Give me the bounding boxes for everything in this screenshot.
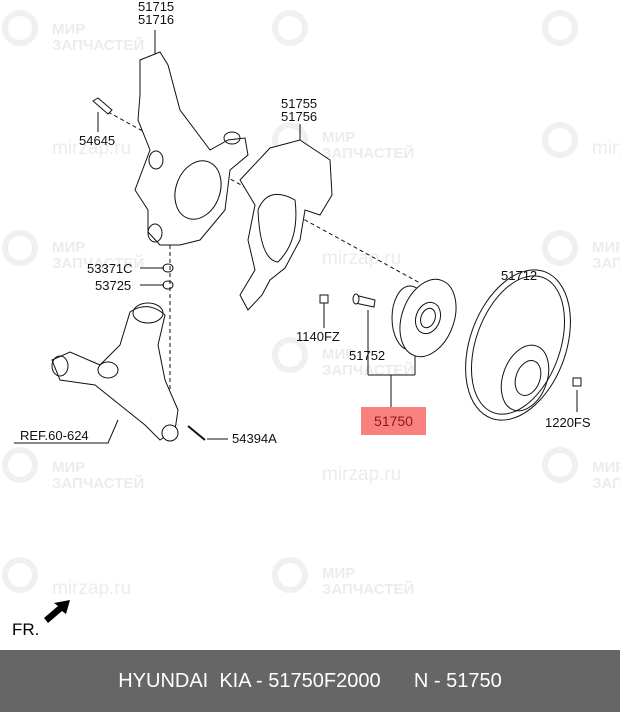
part-label-51716[interactable]: 51716 <box>138 12 175 27</box>
part-label-51715[interactable]: 51715 <box>138 0 175 14</box>
watermark-url: mirzap.ru <box>52 578 132 599</box>
part-label-51752[interactable]: 51752 <box>349 348 386 363</box>
part-label-51756[interactable]: 51756 <box>281 109 318 124</box>
part-label-1140fz[interactable]: 1140FZ <box>296 329 340 344</box>
part-label-53725[interactable]: 53725 <box>95 278 132 293</box>
part-label-54394a[interactable]: 54394A <box>232 431 277 446</box>
front-arrow-icon <box>44 600 70 623</box>
front-indicator-label: FR. <box>12 620 40 639</box>
diagram-drawing <box>2 10 582 623</box>
ref-label[interactable]: REF.60-624 <box>20 428 89 443</box>
watermark-url: mirzap.ru <box>592 138 620 159</box>
watermark-url: mirzap.ru <box>52 138 132 159</box>
part-label-54645[interactable]: 54645 <box>79 133 116 148</box>
part-label-1220fs[interactable]: 1220FS <box>545 415 591 430</box>
footer-spacer <box>381 670 414 693</box>
watermark-url: mirzap.ru <box>322 248 402 269</box>
footer-bar: HYUNDAI KIA - 51750F2000 N - 51750 <box>0 650 620 712</box>
part-label-51712[interactable]: 51712 <box>501 268 538 283</box>
part-label-53371c[interactable]: 53371C <box>87 261 133 276</box>
part-label-51750-highlighted[interactable]: 51750 <box>361 407 426 435</box>
footer-brand-part-number: HYUNDAI KIA - 51750F2000 <box>118 669 381 692</box>
footer-diagram-number: N - 51750 <box>413 669 502 692</box>
part-label-51755[interactable]: 51755 <box>281 96 318 111</box>
watermark-pin-icons <box>2 10 578 593</box>
watermark-url: mirzap.ru <box>322 464 402 485</box>
